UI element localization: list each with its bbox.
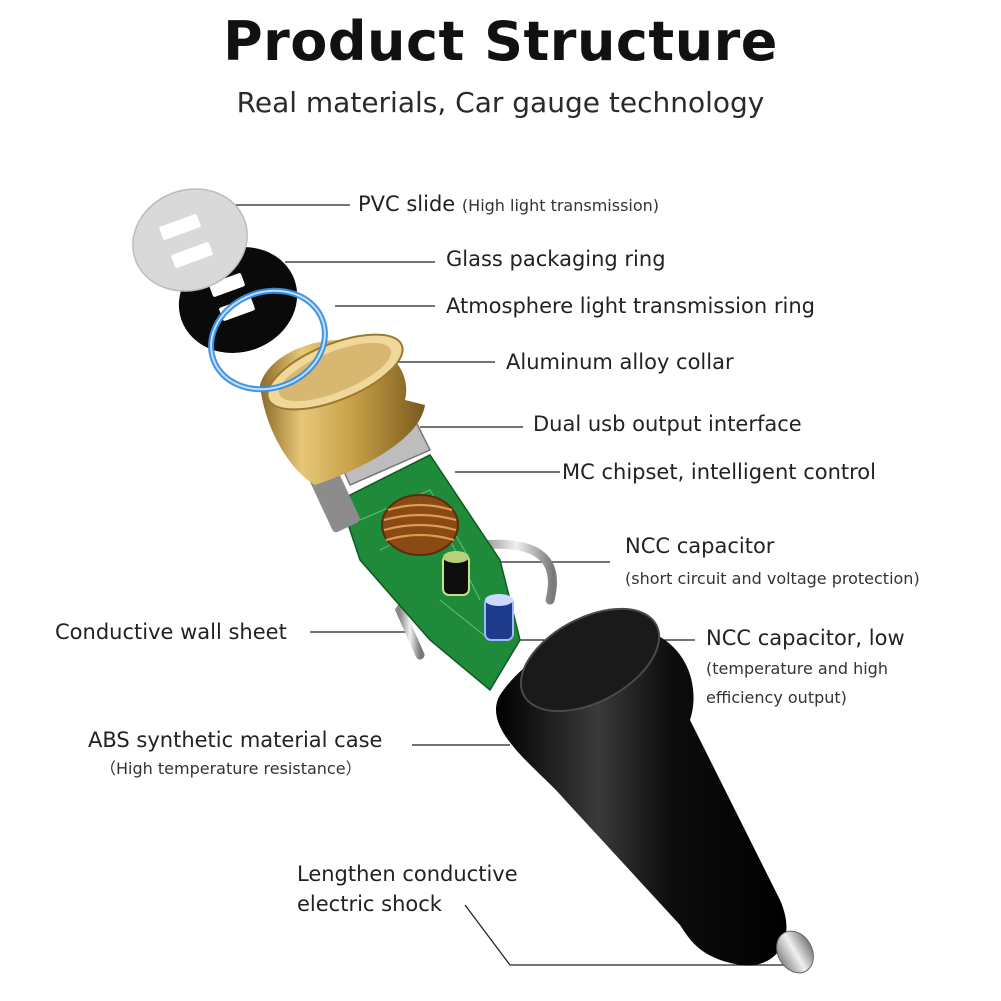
blue-light-ring-icon bbox=[208, 287, 328, 393]
label-aluminum-collar: Aluminum alloy collar bbox=[506, 350, 734, 374]
circuit-board-icon bbox=[339, 454, 521, 692]
label-atmosphere-ring: Atmosphere light transmission ring bbox=[446, 294, 815, 318]
note-ncc-capacitor-low-1: (temperature and high bbox=[706, 659, 888, 678]
label-conductive-wall: Conductive wall sheet bbox=[55, 620, 287, 644]
note-ncc-capacitor: (short circuit and voltage protection) bbox=[625, 569, 920, 588]
inductor-coil-icon bbox=[381, 494, 459, 556]
label-pvc-slide: PVC slide (High light transmission) bbox=[358, 192, 659, 217]
label-ncc-capacitor-low: NCC capacitor, low bbox=[706, 626, 905, 650]
label-dual-usb: Dual usb output interface bbox=[533, 412, 802, 436]
leader-lengthen bbox=[464, 904, 790, 966]
capacitor-icon bbox=[442, 551, 470, 596]
pvc-slide-note: (High light transmission) bbox=[461, 196, 660, 215]
pvc-slide-text: PVC slide bbox=[358, 192, 456, 216]
page-title: Product Structure bbox=[223, 10, 778, 73]
label-lengthen-1: Lengthen conductive bbox=[297, 862, 518, 886]
note-ncc-capacitor-low-2: efficiency output) bbox=[706, 688, 847, 707]
black-case-icon bbox=[495, 607, 787, 966]
label-ncc-capacitor: NCC capacitor bbox=[625, 534, 775, 558]
label-mc-chipset: MC chipset, intelligent control bbox=[562, 460, 876, 484]
label-lengthen-2: electric shock bbox=[297, 892, 442, 916]
page-subtitle: Real materials, Car gauge technology bbox=[236, 86, 765, 119]
pvc-slide-disc-icon bbox=[132, 188, 248, 292]
contact-tip-icon bbox=[776, 930, 814, 974]
capacitor-low-icon bbox=[484, 594, 514, 641]
label-abs-case: ABS synthetic material case bbox=[88, 728, 383, 752]
note-abs-case: （High temperature resistance） bbox=[100, 759, 362, 778]
label-glass-ring: Glass packaging ring bbox=[446, 247, 666, 271]
